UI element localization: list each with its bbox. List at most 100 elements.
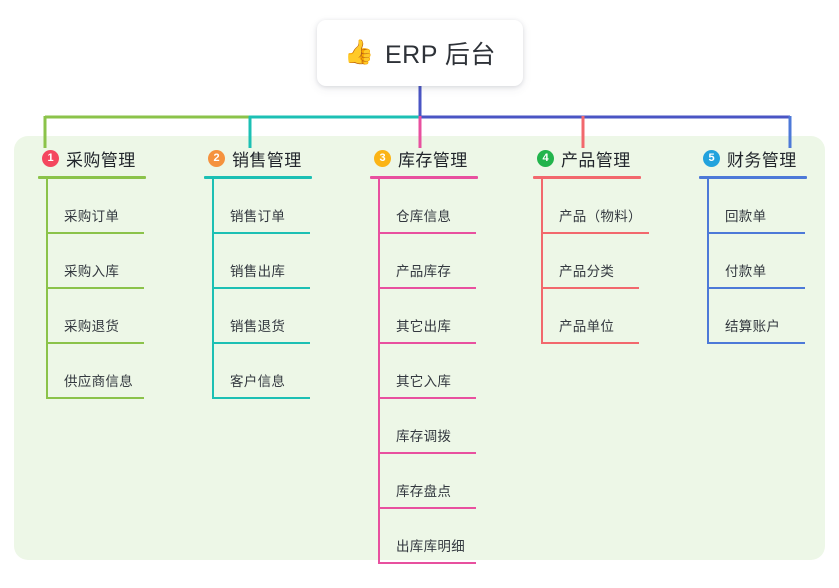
root-title: ERP 后台	[384, 41, 496, 69]
leaf-rule	[707, 342, 805, 344]
branch-rule-3	[370, 176, 478, 179]
leaf-node[interactable]: 付款单	[699, 234, 807, 289]
branch-items-3: 仓库信息 产品库存 其它出库 其它入库 库存调拨 库存盘点	[370, 179, 478, 564]
leaf-node[interactable]: 仓库信息	[370, 179, 478, 234]
leaf-rule	[707, 232, 805, 234]
leaf-label: 客户信息	[230, 374, 286, 389]
leaf-rule	[212, 397, 310, 399]
leaf-node[interactable]: 销售退货	[204, 289, 312, 344]
leaf-rule	[212, 287, 310, 289]
leaf-label: 产品（物料）	[559, 209, 642, 224]
leaf-label: 回款单	[725, 209, 767, 224]
branch-items-1: 采购订单 采购入库 采购退货 供应商信息	[38, 179, 146, 399]
leaf-node[interactable]: 供应商信息	[38, 344, 146, 399]
branch-column-1: 1 采购管理 采购订单 采购入库 采购退货 供应商信息	[38, 146, 146, 399]
leaf-label: 采购入库	[64, 264, 120, 279]
leaf-rule	[212, 342, 310, 344]
leaf-rule	[46, 342, 144, 344]
branch-header-4[interactable]: 4 产品管理	[533, 146, 641, 170]
leaf-rule	[541, 232, 649, 234]
leaf-node[interactable]: 客户信息	[204, 344, 312, 399]
diagram-panel	[14, 136, 825, 560]
branch-items-5: 回款单 付款单 结算账户	[699, 179, 807, 344]
branch-number-badge-2: 2	[208, 149, 225, 167]
leaf-rule	[212, 232, 310, 234]
branch-trunk-4	[541, 179, 543, 344]
leaf-label: 其它出库	[396, 319, 452, 334]
leaf-label: 库存调拨	[396, 429, 452, 444]
leaf-node[interactable]: 出库库明细	[370, 509, 478, 564]
leaf-node[interactable]: 结算账户	[699, 289, 807, 344]
leaf-label: 付款单	[725, 264, 767, 279]
leaf-label: 结算账户	[725, 319, 781, 334]
leaf-label: 产品库存	[396, 264, 452, 279]
leaf-rule	[46, 232, 144, 234]
leaf-rule	[378, 397, 476, 399]
branch-trunk-2	[212, 179, 214, 399]
branch-title-2: 销售管理	[232, 150, 302, 170]
leaf-rule	[46, 397, 144, 399]
branch-rule-4	[533, 176, 641, 179]
leaf-label: 库存盘点	[396, 484, 452, 499]
branch-title-4: 产品管理	[561, 150, 631, 170]
branch-column-5: 5 财务管理 回款单 付款单 结算账户	[699, 146, 807, 344]
leaf-rule	[378, 507, 476, 509]
branch-title-5: 财务管理	[727, 150, 797, 170]
branch-trunk-1	[46, 179, 48, 399]
leaf-label: 供应商信息	[64, 374, 133, 389]
leaf-node[interactable]: 销售订单	[204, 179, 312, 234]
thumbs-up-icon: 👍	[344, 39, 374, 66]
branch-header-5[interactable]: 5 财务管理	[699, 146, 807, 170]
branch-items-4: 产品（物料） 产品分类 产品单位	[533, 179, 649, 344]
leaf-label: 仓库信息	[396, 209, 452, 224]
branch-column-2: 2 销售管理 销售订单 销售出库 销售退货 客户信息	[204, 146, 312, 399]
leaf-node[interactable]: 销售出库	[204, 234, 312, 289]
leaf-node[interactable]: 库存盘点	[370, 454, 478, 509]
leaf-label: 销售出库	[230, 264, 286, 279]
branch-header-2[interactable]: 2 销售管理	[204, 146, 312, 170]
leaf-node[interactable]: 库存调拨	[370, 399, 478, 454]
leaf-label: 产品单位	[559, 319, 615, 334]
leaf-rule	[378, 287, 476, 289]
branch-rule-5	[699, 176, 807, 179]
branch-title-1: 采购管理	[66, 150, 136, 170]
leaf-rule	[378, 342, 476, 344]
leaf-label: 采购退货	[64, 319, 120, 334]
leaf-label: 销售退货	[230, 319, 286, 334]
branch-column-3: 3 库存管理 仓库信息 产品库存 其它出库 其它入库 库存调拨	[370, 146, 478, 564]
branch-number-badge-5: 5	[703, 149, 720, 167]
leaf-rule	[541, 342, 639, 344]
root-node[interactable]: 👍 ERP 后台	[317, 20, 523, 86]
leaf-node[interactable]: 产品单位	[533, 289, 641, 344]
leaf-node[interactable]: 产品库存	[370, 234, 478, 289]
branch-column-4: 4 产品管理 产品（物料） 产品分类 产品单位	[533, 146, 649, 344]
leaf-node[interactable]: 其它出库	[370, 289, 478, 344]
branch-rule-1	[38, 176, 146, 179]
leaf-rule	[378, 232, 476, 234]
leaf-label: 销售订单	[230, 209, 286, 224]
branch-number-badge-4: 4	[537, 149, 554, 167]
leaf-node[interactable]: 其它入库	[370, 344, 478, 399]
leaf-rule	[378, 452, 476, 454]
leaf-node[interactable]: 采购入库	[38, 234, 146, 289]
leaf-rule	[707, 287, 805, 289]
branch-header-1[interactable]: 1 采购管理	[38, 146, 146, 170]
leaf-label: 产品分类	[559, 264, 615, 279]
leaf-node[interactable]: 采购订单	[38, 179, 146, 234]
leaf-rule	[541, 287, 639, 289]
root-node-content: 👍 ERP 后台	[344, 35, 496, 71]
branch-items-2: 销售订单 销售出库 销售退货 客户信息	[204, 179, 312, 399]
leaf-label: 其它入库	[396, 374, 452, 389]
leaf-label: 采购订单	[64, 209, 120, 224]
branch-trunk-5	[707, 179, 709, 344]
branch-header-3[interactable]: 3 库存管理	[370, 146, 478, 170]
branch-title-3: 库存管理	[398, 150, 468, 170]
branch-trunk-3	[378, 179, 380, 564]
leaf-node[interactable]: 回款单	[699, 179, 807, 234]
branch-number-badge-1: 1	[42, 149, 59, 167]
branch-number-badge-3: 3	[374, 149, 391, 167]
leaf-node[interactable]: 产品（物料）	[533, 179, 649, 234]
leaf-node[interactable]: 采购退货	[38, 289, 146, 344]
leaf-node[interactable]: 产品分类	[533, 234, 641, 289]
